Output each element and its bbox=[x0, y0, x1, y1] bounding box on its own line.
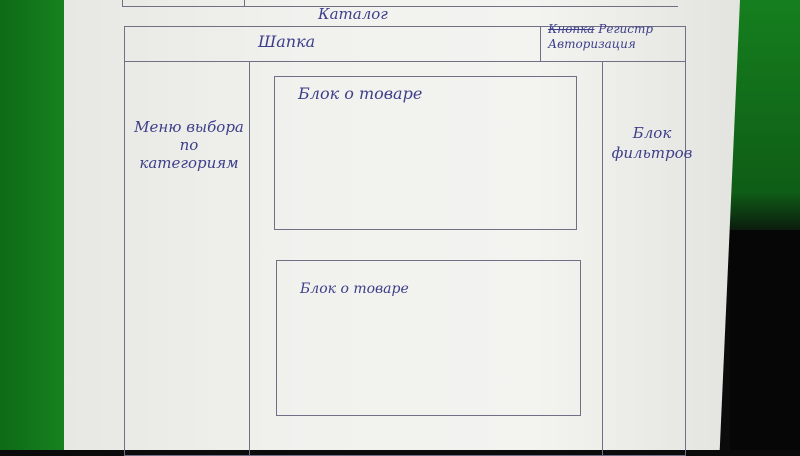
top-edge-left bbox=[122, 0, 123, 7]
header-divider bbox=[540, 26, 541, 62]
auth-note: Кнопка Регистр Авторизация bbox=[548, 22, 653, 52]
sidebar-divider bbox=[249, 61, 250, 456]
paper-sheet bbox=[64, 0, 740, 450]
top-edge-line bbox=[122, 6, 678, 7]
category-menu-label: Меню выбора по категориям bbox=[134, 118, 244, 172]
product-block-2 bbox=[276, 260, 581, 416]
auth-crossed-word: Кнопка bbox=[548, 22, 595, 36]
product-block-1 bbox=[274, 76, 577, 230]
filters-divider bbox=[602, 61, 603, 456]
dark-background-right bbox=[730, 230, 800, 450]
auth-line-2: Авторизация bbox=[548, 37, 636, 51]
page-title: Каталог bbox=[318, 5, 388, 23]
header-bottom-line bbox=[124, 61, 686, 62]
header-caption: Шапка bbox=[258, 32, 316, 51]
filters-label: Блок фильтров bbox=[611, 124, 693, 162]
auth-line-1: Регистр bbox=[598, 22, 654, 36]
top-edge-mid bbox=[244, 0, 245, 7]
product-block-1-label: Блок о товаре bbox=[298, 84, 423, 103]
product-block-2-label: Блок о товаре bbox=[300, 281, 409, 297]
